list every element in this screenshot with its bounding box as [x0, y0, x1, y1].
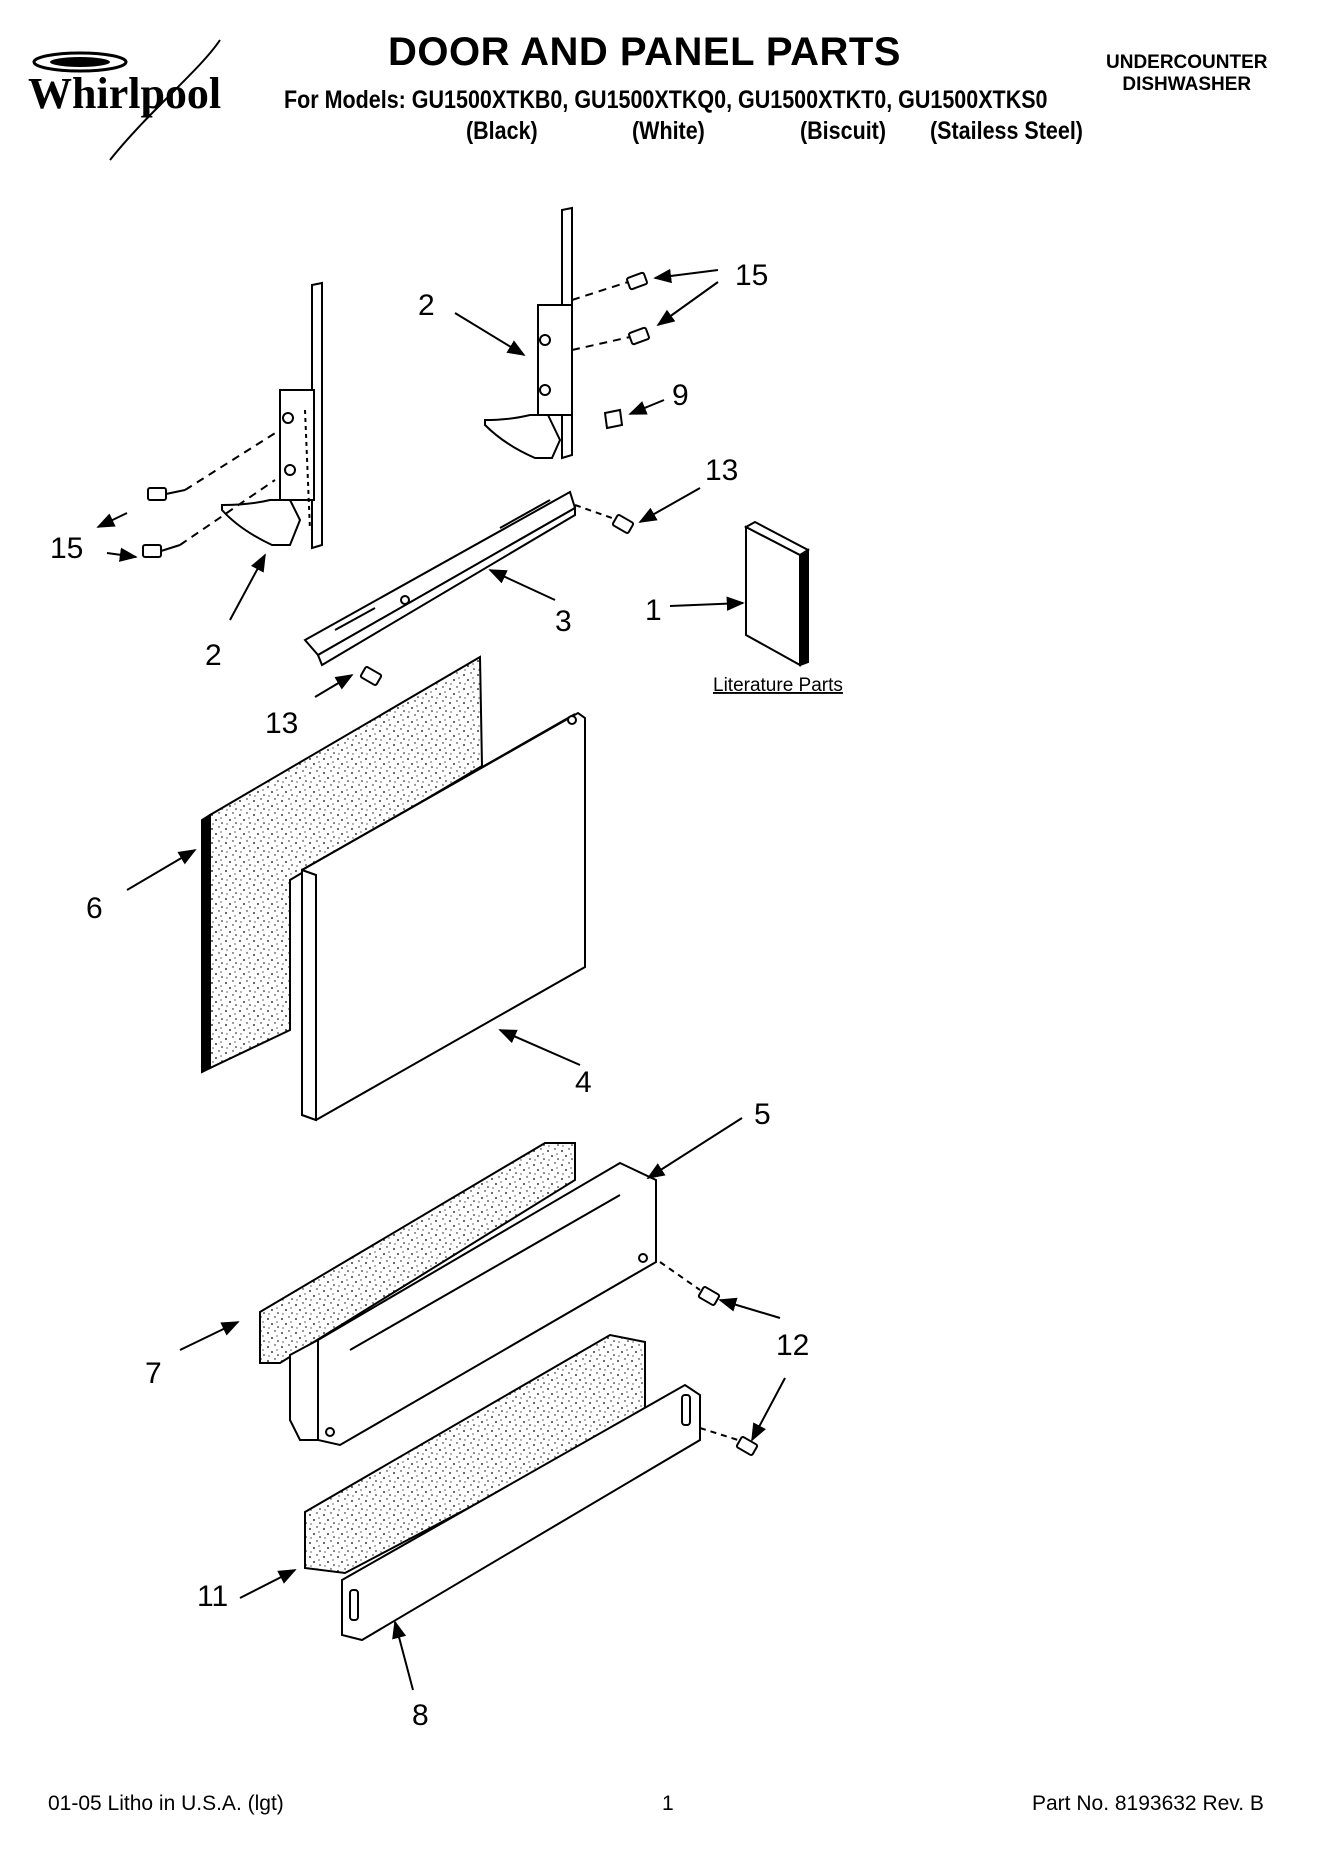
footer-part-number: Part No. 8193632 Rev. B — [1032, 1792, 1264, 1815]
callout-arrows — [96, 268, 786, 1691]
callout-2-lower: 2 — [205, 639, 222, 672]
footer-litho: 01-05 Litho in U.S.A. (lgt) — [48, 1792, 284, 1815]
part-4-door-panel — [301, 711, 586, 1122]
part-2-left-hinge — [221, 281, 323, 550]
literature-parts-label: Literature Parts — [713, 675, 843, 696]
page-title: DOOR AND PANEL PARTS — [388, 30, 901, 74]
callout-1: 1 — [645, 594, 662, 627]
part-7-insulation-strip — [259, 1142, 576, 1364]
callout-8: 8 — [412, 1699, 429, 1732]
callout-12: 12 — [776, 1329, 809, 1362]
callout-13-lower: 13 — [265, 707, 298, 740]
footer-page-number: 1 — [662, 1792, 674, 1815]
part-13-screws — [359, 504, 635, 686]
part-3-rail — [303, 490, 577, 667]
appliance-category: UNDERCOUNTER DISHWASHER — [1106, 52, 1268, 96]
part-6-insulation — [201, 655, 484, 1074]
callout-2-upper: 2 — [418, 289, 435, 322]
callout-7: 7 — [145, 1357, 162, 1390]
callout-5: 5 — [754, 1098, 771, 1131]
finish-biscuit: (Biscuit) — [800, 117, 886, 145]
finish-stainless: (Stailess Steel) — [930, 117, 1083, 145]
callout-13-upper: 13 — [705, 454, 738, 487]
callout-6: 6 — [86, 892, 103, 925]
callout-3: 3 — [555, 605, 572, 638]
finish-black: (Black) — [466, 117, 538, 145]
part-15-screws — [142, 271, 650, 558]
part-1-literature — [743, 520, 811, 667]
callout-15-lower: 15 — [50, 532, 83, 565]
whirlpool-logo: Whirlpool — [28, 39, 221, 161]
part-9-clip — [603, 408, 624, 430]
finish-white: (White) — [632, 117, 705, 145]
part-12-screws — [659, 1261, 759, 1456]
models-line: For Models: GU1500XTKB0, GU1500XTKQ0, GU… — [284, 86, 1048, 114]
callout-11: 11 — [197, 1580, 228, 1613]
category-line-2: DISHWASHER — [1122, 74, 1252, 95]
callout-15-upper: 15 — [735, 259, 768, 292]
part-5-toe-bracket — [289, 1161, 657, 1447]
part-2-right-hinge — [484, 206, 573, 460]
part-8-kick-plate — [341, 1383, 701, 1642]
callout-9: 9 — [672, 379, 689, 412]
brand-wordmark: Whirlpool — [28, 69, 221, 118]
callout-4: 4 — [575, 1066, 592, 1099]
category-line-1: UNDERCOUNTER — [1106, 52, 1268, 73]
